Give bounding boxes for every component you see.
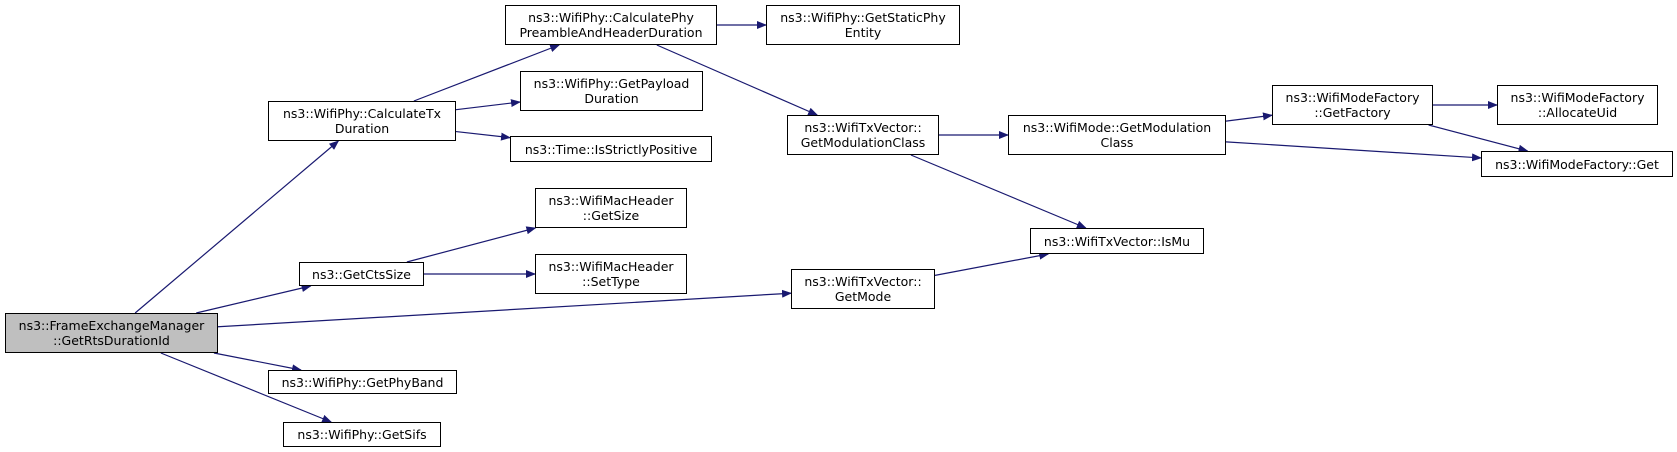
node-wifimode-get-modulation-class[interactable]: ns3::WifiMode::GetModulation Class xyxy=(1008,115,1226,155)
edge-calc_tx-to-get_payload xyxy=(455,99,521,111)
edge-calc_preamble-to-txv_modclass xyxy=(656,44,819,116)
node-wifiphy-get-static-phy-entity[interactable]: ns3::WifiPhy::GetStaticPhy Entity xyxy=(766,5,960,45)
edge-mode_modclass-to-factory_get xyxy=(1225,112,1273,122)
node-wifitxvector-get-mode[interactable]: ns3::WifiTxVector:: GetMode xyxy=(791,269,935,309)
edge-calc_tx-to-time_pos xyxy=(455,130,511,141)
edge-txv_getmode-to-txv_ismu xyxy=(934,251,1050,276)
edge-txv_modclass-to-txv_ismu xyxy=(910,154,1087,229)
edge-get_cts_size-to-mac_size xyxy=(406,226,537,263)
node-wifimodefactory-get-factory[interactable]: ns3::WifiModeFactory ::GetFactory xyxy=(1272,85,1433,125)
node-wifiphy-get-phy-band[interactable]: ns3::WifiPhy::GetPhyBand xyxy=(268,370,457,394)
node-wifitxvector-get-modulation-class[interactable]: ns3::WifiTxVector:: GetModulationClass xyxy=(787,115,939,155)
node-time-is-strictly-positive[interactable]: ns3::Time::IsStrictlyPositive xyxy=(510,136,712,162)
edge-factory_get-to-factory_get2 xyxy=(1428,124,1529,153)
edge-root-to-calc_tx xyxy=(134,140,340,314)
node-wifimacheader-set-type[interactable]: ns3::WifiMacHeader ::SetType xyxy=(535,254,687,294)
node-wifimodefactory-allocate-uid[interactable]: ns3::WifiModeFactory ::AllocateUid xyxy=(1497,85,1658,125)
node-wifimacheader-get-size[interactable]: ns3::WifiMacHeader ::GetSize xyxy=(535,188,687,228)
node-wifimodefactory-get[interactable]: ns3::WifiModeFactory::Get xyxy=(1481,151,1673,177)
node-wifiphy-get-sifs[interactable]: ns3::WifiPhy::GetSifs xyxy=(283,422,441,447)
edge-calc_tx-to-calc_preamble xyxy=(413,44,561,102)
edge-root-to-get_cts_size xyxy=(196,284,312,314)
node-wifiphy-get-payload-duration[interactable]: ns3::WifiPhy::GetPayload Duration xyxy=(520,71,703,111)
edge-root-to-get_sifs xyxy=(160,352,333,423)
node-wifitxvector-is-mu[interactable]: ns3::WifiTxVector::IsMu xyxy=(1030,228,1204,254)
node-frame-exchange-manager-get-rts-duration-id[interactable]: ns3::FrameExchangeManager ::GetRtsDurati… xyxy=(5,313,218,353)
node-wifiphy-calculate-phy-preamble-and-header-duration[interactable]: ns3::WifiPhy::CalculatePhy PreambleAndHe… xyxy=(505,5,717,45)
edge-root-to-txv_getmode xyxy=(217,289,792,328)
node-wifiphy-calculate-tx-duration[interactable]: ns3::WifiPhy::CalculateTx Duration xyxy=(268,101,456,141)
edge-mode_modclass-to-factory_get2 xyxy=(1225,141,1482,162)
node-get-cts-size[interactable]: ns3::GetCtsSize xyxy=(299,262,424,286)
edge-root-to-get_phy_band xyxy=(213,352,303,373)
